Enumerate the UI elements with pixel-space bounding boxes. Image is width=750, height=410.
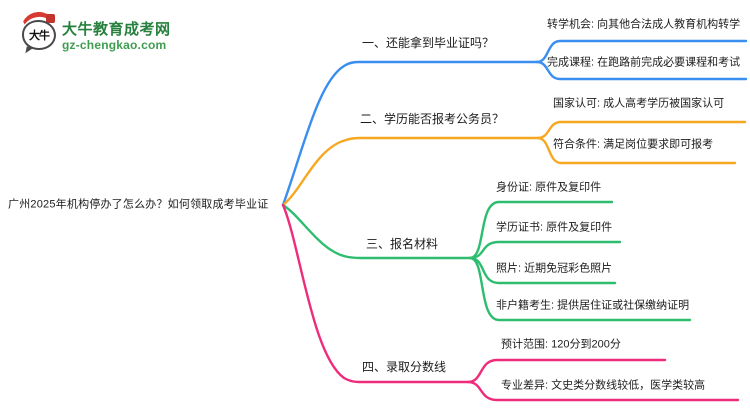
branch-3-child-1: 身份证: 原件及复印件: [496, 181, 602, 194]
branch-1-lines: [281, 39, 748, 207]
branch-1-child-1: 转学机会: 向其他合法成人教育机构转学: [547, 18, 741, 31]
branch-2-child-2: 符合条件: 满足岗位要求即可报考: [553, 138, 714, 151]
logo-site-url: gz-chengkao.com: [62, 38, 167, 52]
branch-2-child-1: 国家认可: 成人高考学历被国家认可: [553, 97, 725, 110]
branch-4-label: 四、录取分数线: [362, 360, 447, 375]
branch-1-label: 一、还能拿到毕业证吗？: [362, 36, 495, 51]
site-logo: 大牛 大牛教育成考网 gz-chengkao.com: [18, 10, 258, 70]
branch-4-lines: [281, 203, 740, 402]
logo-bubble-text: 大牛: [29, 30, 50, 42]
branch-3-label: 三、报名材料: [366, 237, 439, 252]
branch-2-lines: [281, 120, 747, 207]
branch-3-child-4: 非户籍考生: 提供居住证或社保缴纳证明: [496, 299, 690, 312]
branch-3-child-2: 学历证书: 原件及复印件: [496, 221, 613, 234]
branch-1-child-2: 完成课程: 在跑路前完成必要课程和考试: [547, 56, 741, 69]
root-topic: 广州2025年机构停办了怎么办？如何领取成考毕业证: [8, 198, 269, 211]
branch-3-lines: [281, 200, 692, 322]
branch-2-label: 二、学历能否报考公务员？: [360, 112, 505, 127]
branch-4-child-2: 专业差异: 文史类分数线较低，医学类较高: [501, 379, 706, 392]
branch-4-child-1: 预计范围: 120分到200分: [501, 338, 621, 351]
logo-site-name: 大牛教育成考网: [62, 21, 171, 38]
logo-seal-icon: [46, 14, 55, 23]
logo-bubble-icon: 大牛: [22, 20, 56, 50]
branch-3-child-3: 照片: 近期免冠彩色照片: [496, 262, 613, 275]
